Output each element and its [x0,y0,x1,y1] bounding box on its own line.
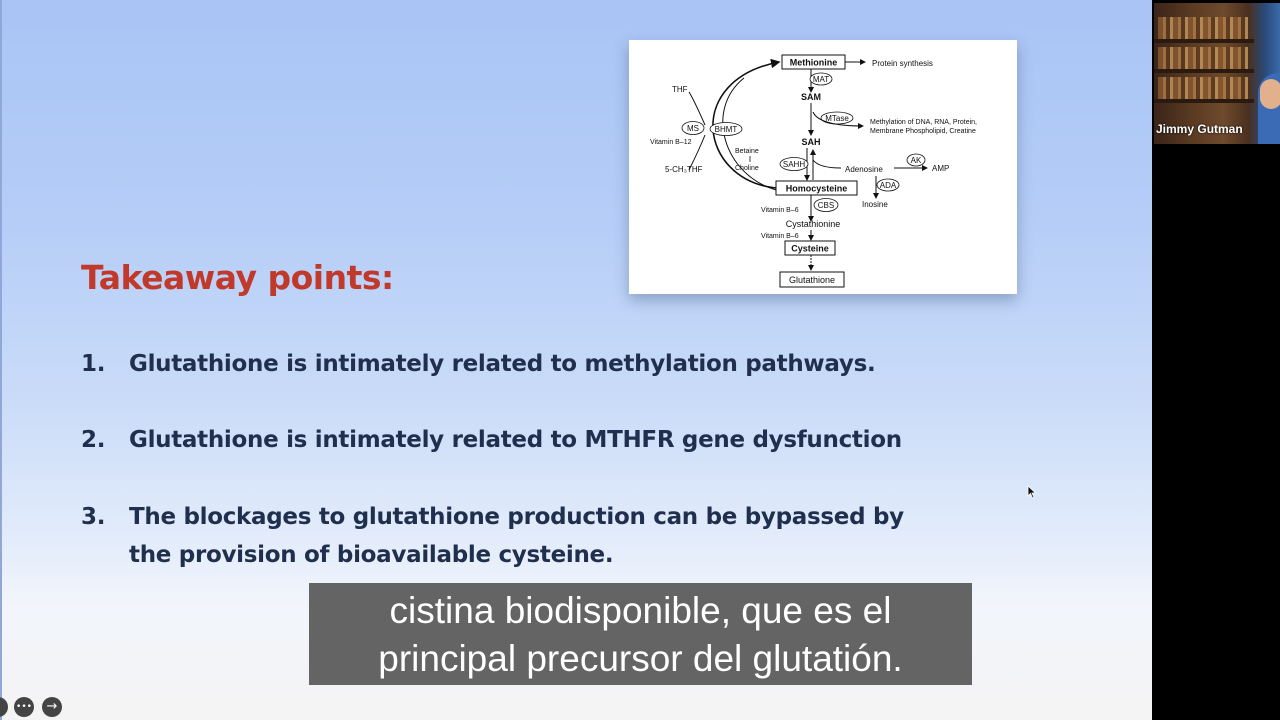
glutathione-label: Glutathione [789,275,835,285]
slide-controls: ‹ ••• → [0,696,80,718]
vitamin-b6-label-b: Vitamin B–6 [761,233,799,240]
mat-label: MAT [813,75,829,84]
caption-overlay: cistina biodisponible, que es el princip… [309,583,972,685]
mtase-label: MTase [825,114,849,123]
adenosine-label: Adenosine [845,165,883,174]
glutathione-box [779,271,845,288]
methylation-pathway-diagram: Methionine Protein synthesis MAT SAM MTa… [629,40,1017,294]
mat-enzyme-oval [809,72,833,86]
chevron-left-icon[interactable]: ‹ [0,697,8,717]
sahh-enzyme-oval [779,157,809,171]
bookshelf-row [1158,47,1248,69]
bhmt-enzyme-oval [709,122,743,136]
point-text-line-1: The blockages to glutathione production … [129,504,904,530]
participant-name: Jimmy Gutman [1156,122,1243,136]
shelf [1154,99,1254,103]
sah-label: SAH [801,137,820,147]
cysteine-box [784,240,836,256]
protein-synthesis-label: Protein synthesis [872,59,933,68]
slide-title: Takeaway points: [81,258,394,297]
ms-enzyme-oval [681,121,705,135]
methylation-label-line2: Membrane Phospholipid, Creatine [870,128,976,135]
bookshelf-row [1158,17,1248,39]
participant-video-tile[interactable] [1154,3,1280,144]
inosine-label: Inosine [862,200,888,209]
arrow-right-icon[interactable]: → [42,697,62,717]
point-text-line-2: the provision of bioavailable cysteine. [129,542,614,568]
ada-enzyme-oval [876,178,900,192]
sam-label: SAM [801,92,821,102]
ak-label: AK [911,156,922,165]
vitamin-b12-label: Vitamin B–12 [650,139,692,146]
more-icon[interactable]: ••• [14,697,34,717]
thf-label: THF [672,85,688,94]
betaine-label: Betaine [735,148,759,155]
cbs-label: CBS [818,201,834,210]
methionine-label: Methionine [790,58,838,68]
shelf [1154,69,1254,73]
methyl-thf-label: 5-CH₃THF [665,165,703,174]
bookshelf-row [1158,77,1248,99]
ms-label: MS [687,124,699,133]
sahh-label: SAHH [783,160,805,169]
ak-enzyme-oval [906,153,926,167]
cysteine-label: Cysteine [791,244,829,254]
caption-line-2: principal precursor del glutatión. [378,638,903,679]
cystathionine-label: Cystathionine [786,219,841,229]
choline-label: Choline [735,165,759,172]
cbs-enzyme-oval [813,198,839,212]
slide-edge [0,0,2,720]
ada-label: ADA [880,181,897,190]
point-text: Glutathione is intimately related to met… [129,351,876,377]
mouse-cursor-icon [1027,485,1037,499]
point-number: 3. [81,504,106,530]
methylation-label-line1: Methylation of DNA, RNA, Protein, [870,119,977,126]
amp-label: AMP [932,164,949,173]
participant-head [1260,79,1280,109]
point-number: 1. [81,351,106,377]
caption-line-1: cistina biodisponible, que es el [389,590,892,631]
bhmt-label: BHMT [715,125,738,134]
point-text: Glutathione is intimately related to MTH… [129,427,902,453]
point-number: 2. [81,427,106,453]
homocysteine-label: Homocysteine [786,184,848,194]
pathway-svg: Methionine Protein synthesis MAT SAM MTa… [650,54,977,288]
shelf [1154,39,1254,43]
vitamin-b6-label-a: Vitamin B–6 [761,207,799,214]
